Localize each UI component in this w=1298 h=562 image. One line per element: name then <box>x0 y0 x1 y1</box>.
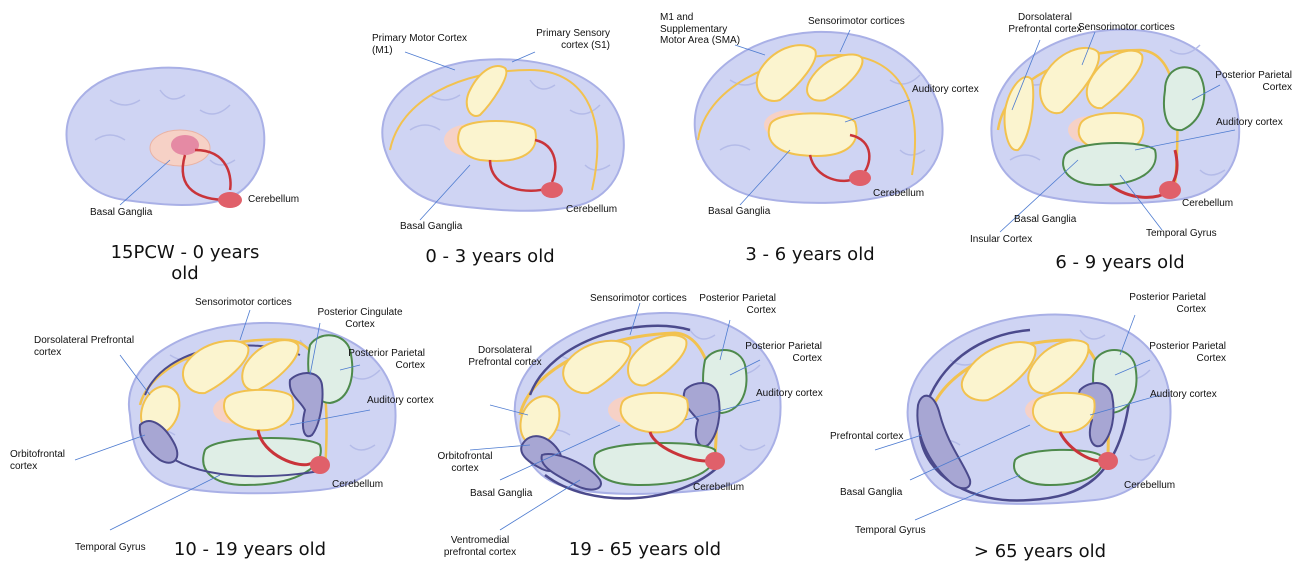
panel-6-9: Dorsolateral Prefrontal cortex Sensorimo… <box>970 0 1298 290</box>
label-basal-ganglia: Basal Ganglia <box>708 206 770 218</box>
label-ppc1: Posterior Parietal Cortex <box>690 293 776 316</box>
auditory-region <box>769 113 857 156</box>
sensorimotor-lower-region <box>458 121 536 161</box>
label-auditory: Auditory cortex <box>1216 117 1283 129</box>
panel-3-6: M1 and Supplementary Motor Area (SMA) Se… <box>650 0 970 290</box>
label-ofc: Orbitofrontal cortex <box>10 449 90 472</box>
caption-10-19: 10 - 19 years old <box>150 539 350 560</box>
cerebellum-shape <box>541 182 563 198</box>
panel-19-65: Sensorimotor cortices Posterior Parietal… <box>430 285 830 561</box>
brain-illustration-19-65 <box>430 285 830 561</box>
label-basal-ganglia: Basal Ganglia <box>90 207 152 219</box>
label-cerebellum: Cerebellum <box>248 194 299 206</box>
label-auditory: Auditory cortex <box>756 388 823 400</box>
label-ppc2: Posterior Parietal Cortex <box>1130 341 1226 364</box>
caption-0-3: 0 - 3 years old <box>390 246 590 267</box>
auditory-region <box>621 393 688 433</box>
auditory-region <box>1033 393 1095 433</box>
cerebellum-shape <box>1159 181 1181 199</box>
cerebellum-shape <box>310 456 330 474</box>
caption-6-9: 6 - 9 years old <box>1020 252 1220 273</box>
cerebellum-shape <box>1098 452 1118 470</box>
label-sensorimotor: Sensorimotor cortices <box>1078 22 1175 34</box>
label-pcc: Posterior Cingulate Cortex <box>305 307 415 330</box>
label-cerebellum: Cerebellum <box>332 479 383 491</box>
label-sensorimotor: Sensorimotor cortices <box>808 16 905 28</box>
label-cerebellum: Cerebellum <box>1124 480 1175 492</box>
caption-19-65: 19 - 65 years old <box>545 539 745 560</box>
label-ppc: Posterior Parietal Cortex <box>330 348 425 371</box>
panel-15pcw: Basal Ganglia Cerebellum 15PCW - 0 years… <box>0 0 320 290</box>
caption-15pcw: 15PCW - 0 years old <box>105 242 265 284</box>
label-temporal: Temporal Gyrus <box>75 542 146 554</box>
label-insular: Insular Cortex <box>970 234 1032 246</box>
cerebellum-shape <box>218 192 242 208</box>
label-temporal: Temporal Gyrus <box>1146 228 1217 240</box>
brain-illustration-over-65 <box>830 285 1298 561</box>
label-auditory: Auditory cortex <box>912 84 979 96</box>
label-basal-ganglia: Basal Ganglia <box>400 221 462 233</box>
label-sensorimotor: Sensorimotor cortices <box>590 293 687 305</box>
label-sensorimotor: Sensorimotor cortices <box>195 297 292 309</box>
brain-illustration-6-9 <box>970 0 1298 290</box>
caption-over-65: > 65 years old <box>940 541 1140 562</box>
label-ppc: Posterior Parietal Cortex <box>1200 70 1292 93</box>
label-s1: Primary Sensory cortex (S1) <box>510 28 610 51</box>
label-cerebellum: Cerebellum <box>1182 198 1233 210</box>
label-auditory: Auditory cortex <box>367 395 434 407</box>
panel-10-19: Sensorimotor cortices Posterior Cingulat… <box>0 285 450 561</box>
label-cerebellum: Cerebellum <box>693 482 744 494</box>
panel-0-3: Primary Motor Cortex (M1) Primary Sensor… <box>330 0 650 290</box>
panel-over-65: Posterior Parietal Cortex Posterior Pari… <box>830 285 1298 561</box>
label-cerebellum: Cerebellum <box>873 188 924 200</box>
label-basal-ganglia: Basal Ganglia <box>840 487 902 499</box>
label-auditory: Auditory cortex <box>1150 389 1217 401</box>
label-dlpfc: Dorsolateral Prefrontal cortex <box>455 345 555 368</box>
cerebellum-shape <box>849 170 871 186</box>
label-dlpfc: Dorsolateral Prefrontal cortex <box>34 335 144 358</box>
label-basal-ganglia: Basal Ganglia <box>470 488 532 500</box>
label-ppc2: Posterior Parietal Cortex <box>730 341 822 364</box>
label-temporal: Temporal Gyrus <box>855 525 926 537</box>
label-ofc: Orbitofrontal cortex <box>430 451 500 474</box>
label-m1: Primary Motor Cortex (M1) <box>372 33 487 56</box>
label-basal-ganglia: Basal Ganglia <box>1014 214 1076 226</box>
label-m1-sma: M1 and Supplementary Motor Area (SMA) <box>660 12 745 47</box>
label-vmpfc: Ventromedial prefrontal cortex <box>435 535 525 558</box>
cerebellum-shape <box>705 452 725 470</box>
label-cerebellum: Cerebellum <box>566 204 617 216</box>
label-pfc: Prefrontal cortex <box>830 431 903 443</box>
caption-3-6: 3 - 6 years old <box>710 244 910 265</box>
label-ppc1: Posterior Parietal Cortex <box>1110 292 1206 315</box>
putamen <box>171 135 199 155</box>
